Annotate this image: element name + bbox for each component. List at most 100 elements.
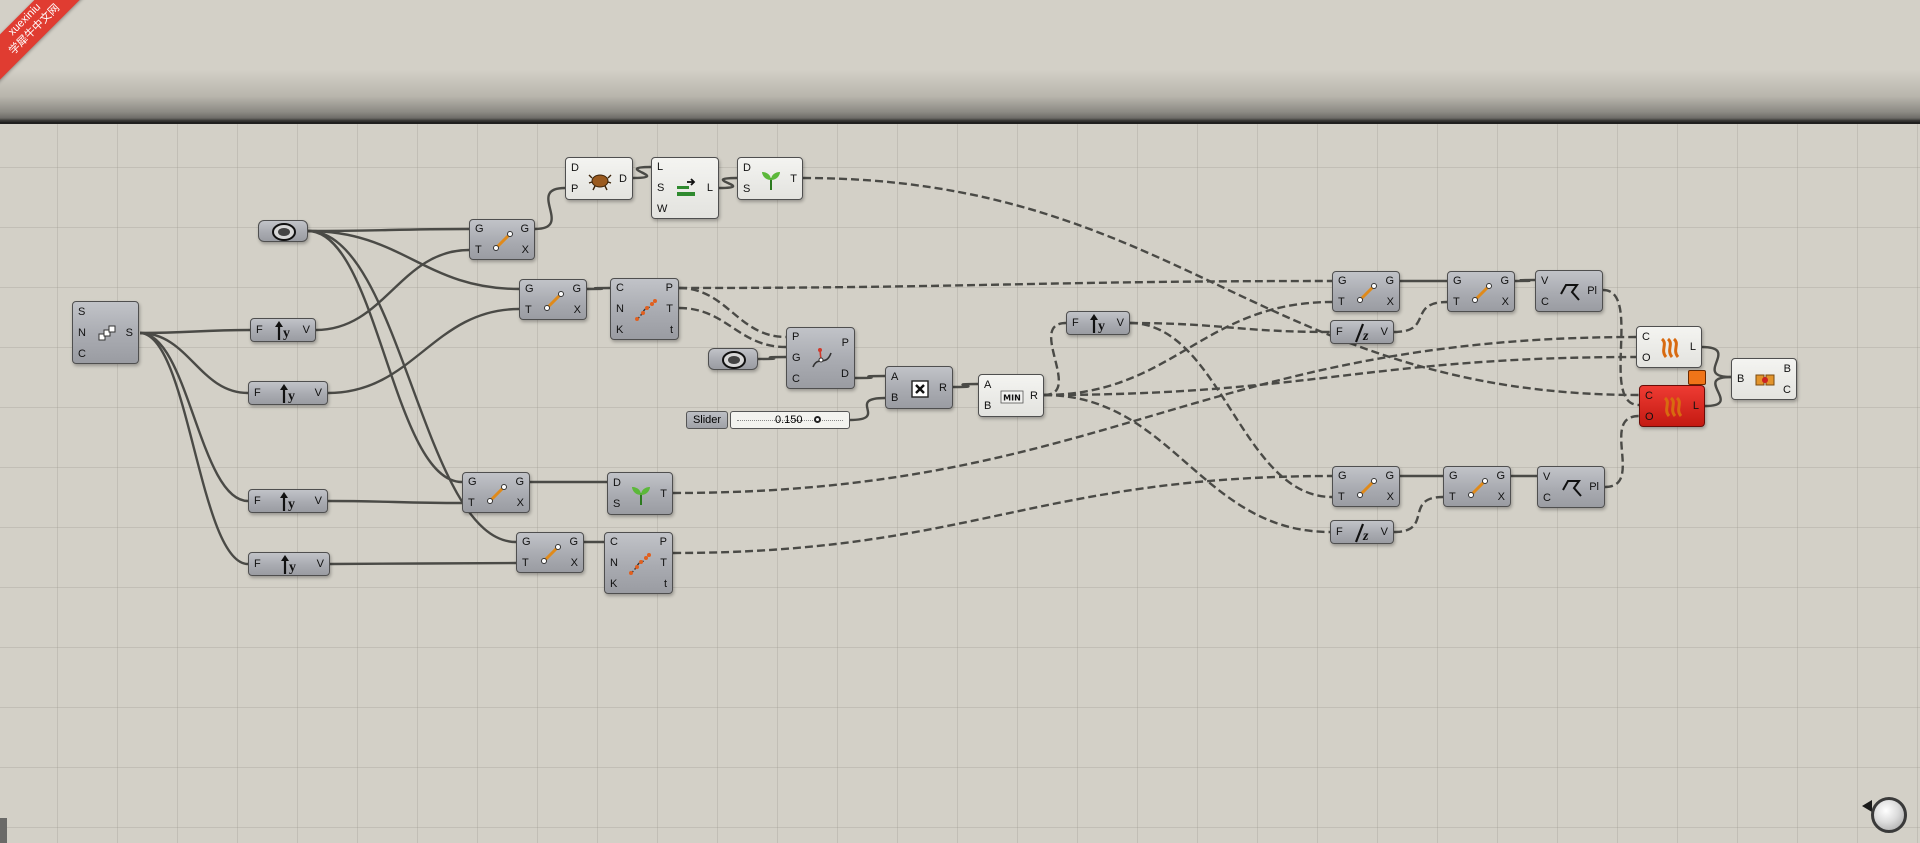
wire <box>139 331 249 566</box>
input-label: P <box>571 183 579 196</box>
wire <box>139 328 251 335</box>
svg-text:y: y <box>288 389 295 404</box>
wire <box>1604 414 1640 489</box>
output-label: S <box>125 326 133 339</box>
canvas-header-band <box>0 0 1920 124</box>
input-label: G <box>468 476 477 489</box>
loft-icon <box>1658 336 1682 360</box>
output-label: T <box>660 557 667 569</box>
input-label: L <box>657 161 664 174</box>
move-icon <box>485 482 509 506</box>
wire <box>1043 321 1067 397</box>
wire <box>307 229 463 484</box>
output-label: G <box>1500 275 1509 288</box>
output-label: X <box>1386 295 1394 308</box>
slider-name[interactable]: Slider <box>686 411 728 429</box>
output-label: L <box>1692 400 1699 412</box>
wire <box>849 396 886 422</box>
output-label: V <box>314 387 322 399</box>
input-label: C <box>610 536 618 549</box>
polyline-icon <box>1560 476 1584 500</box>
slider-value: 0.150 <box>775 414 803 426</box>
input-label: G <box>475 223 484 236</box>
input-label: F <box>254 495 261 507</box>
input-label: C <box>78 347 86 360</box>
wire <box>854 374 886 380</box>
min-icon-text: MIN <box>1003 393 1021 402</box>
input-label: O <box>1645 410 1654 423</box>
move-icon <box>1355 281 1379 305</box>
wire <box>1602 288 1640 407</box>
navigation-wheel-icon[interactable] <box>1871 797 1907 833</box>
input-label: B <box>891 392 899 405</box>
wire <box>534 186 566 231</box>
move-icon <box>491 229 515 253</box>
unit-y-icon: y <box>278 553 302 577</box>
input-label: G <box>1338 470 1347 483</box>
loft-icon <box>1661 395 1685 419</box>
output-label: X <box>521 243 529 256</box>
input-label: C <box>792 372 800 385</box>
output-label: D <box>619 172 627 185</box>
output-label: G <box>1385 470 1394 483</box>
slider-grip[interactable] <box>814 416 821 423</box>
move-icon <box>1466 476 1490 500</box>
wire <box>1129 321 1331 334</box>
svg-text:y: y <box>1098 319 1105 334</box>
input-label: A <box>891 370 899 383</box>
component-number-b[interactable] <box>708 348 758 370</box>
wire <box>1701 345 1732 379</box>
input-label: C <box>1543 491 1551 504</box>
svg-text:z: z <box>1362 529 1369 544</box>
number-slider[interactable]: 0.150 <box>730 411 850 429</box>
navigation-pointer-icon <box>1862 800 1872 812</box>
output-label: P <box>659 536 667 549</box>
input-label: T <box>525 303 532 316</box>
output-label: P <box>841 336 849 349</box>
scrollbar-thumb[interactable] <box>0 818 7 843</box>
input-label: D <box>613 476 621 489</box>
input-label: S <box>743 183 751 196</box>
component-number-a[interactable] <box>258 220 308 242</box>
input-label: B <box>1737 373 1745 385</box>
wire <box>329 561 517 566</box>
wire <box>757 355 787 361</box>
multiply-icon <box>908 377 932 401</box>
output-label: X <box>570 556 578 569</box>
output-label: L <box>706 182 713 194</box>
unit-y-icon: y <box>1087 312 1111 336</box>
input-label: P <box>792 331 800 344</box>
input-label: T <box>475 243 482 256</box>
